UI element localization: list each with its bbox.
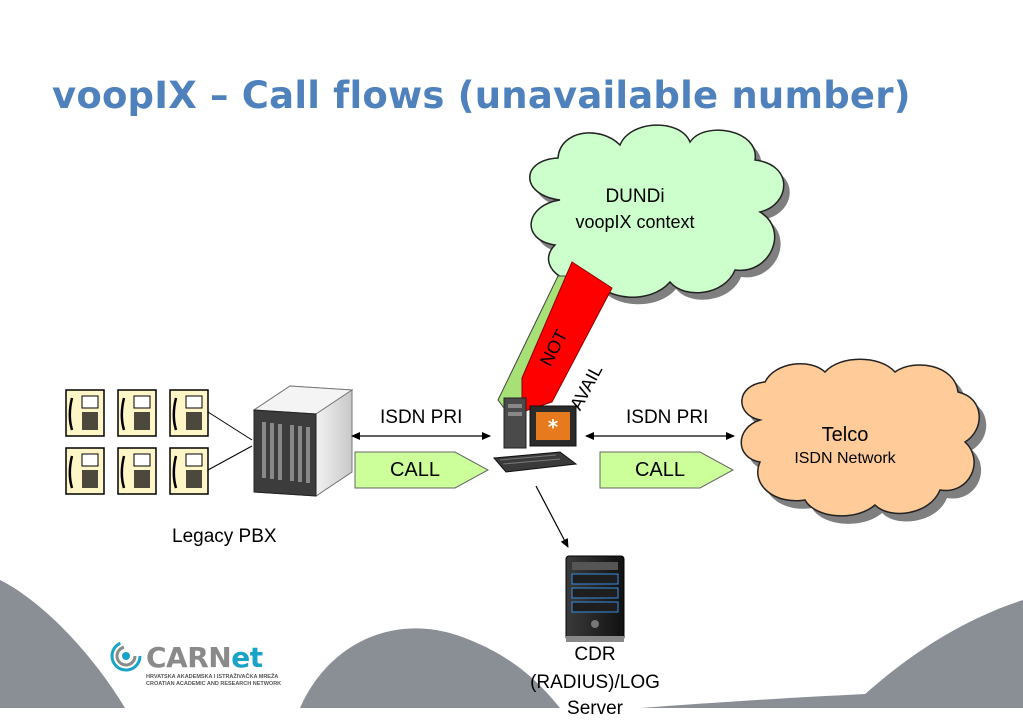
phone-icon xyxy=(169,389,209,437)
call-label-right: CALL xyxy=(634,459,686,481)
asterisk-pc-icon: * xyxy=(492,397,578,473)
phone-icon xyxy=(169,447,209,495)
call-arrow-right xyxy=(599,451,735,489)
carnet-logo-subtitle: HRVATSKA AKADEMSKA I ISTRAŽIVAČKA MREŽA … xyxy=(146,674,281,688)
call-label-left: CALL xyxy=(389,459,441,481)
phone-icon xyxy=(65,447,105,495)
carnet-logo-accent: et xyxy=(231,641,263,674)
telco-cloud xyxy=(740,358,987,524)
page-title: voopIX – Call flows (unavailable number) xyxy=(52,74,911,117)
carnet-logo-sub1: HRVATSKA AKADEMSKA I ISTRAŽIVAČKA MREŽA xyxy=(146,674,279,680)
cdr-label-1: CDR xyxy=(574,644,616,665)
pbx-label: Legacy PBX xyxy=(172,526,277,547)
cdr-server-icon xyxy=(565,555,625,642)
isdn-label-right: ISDN PRI xyxy=(626,407,709,428)
carnet-logo-icon xyxy=(110,640,142,672)
bottom-decor xyxy=(0,580,1023,708)
phone-links xyxy=(207,411,253,471)
phone-grid xyxy=(65,389,209,495)
dundi-label-2: voopIX context xyxy=(575,212,695,232)
phone-icon xyxy=(65,389,105,437)
telco-label-1: Telco xyxy=(821,424,869,446)
dundi-cloud xyxy=(529,124,790,305)
cdr-link xyxy=(535,485,569,548)
phone-icon xyxy=(117,389,157,437)
svg-text:*: * xyxy=(548,415,559,439)
phone-icon xyxy=(117,447,157,495)
carnet-logo-main: CARN xyxy=(146,641,232,674)
isdn-label-left: ISDN PRI xyxy=(380,407,463,428)
carnet-logo-text: CARNet xyxy=(146,641,263,674)
cdr-label-2: (RADIUS)/LOG xyxy=(530,672,660,693)
carnet-logo-sub2: CROATIAN ACADEMIC AND RESEARCH NETWORK xyxy=(146,681,282,687)
dundi-label-1: DUNDi xyxy=(605,186,665,207)
call-arrow-left xyxy=(354,451,490,489)
cdr-label-3: Server xyxy=(567,698,623,719)
telco-label-2: ISDN Network xyxy=(794,450,896,467)
pbx-server-icon xyxy=(252,385,354,497)
